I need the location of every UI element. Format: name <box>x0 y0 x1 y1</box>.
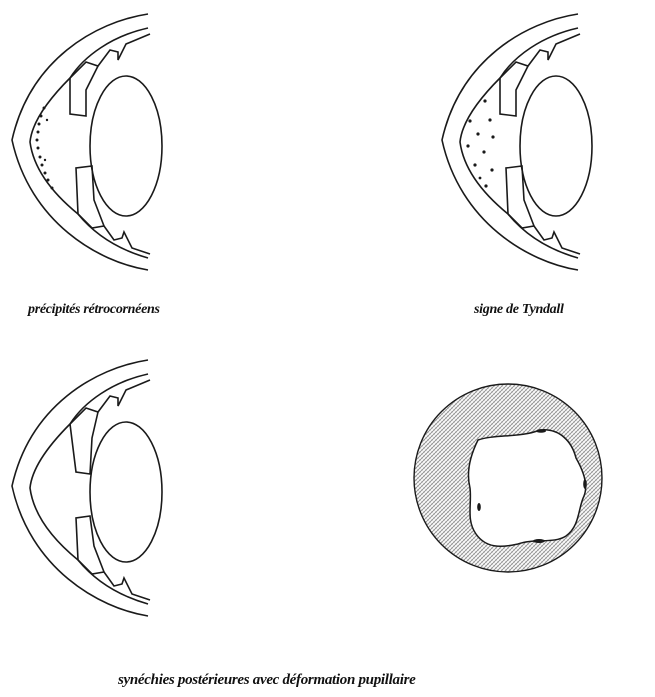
deformed-pupil <box>468 430 585 546</box>
iris-frontal-view-deformed-pupil <box>414 384 602 572</box>
caption-posterior-synechiae: synéchies postérieures avec déformation … <box>118 672 415 689</box>
eye-panel-keratic-precipitates <box>12 14 162 270</box>
eye-panel-posterior-synechiae <box>12 360 162 616</box>
caption-keratic-precipitates: précipités rétrocornéens <box>28 302 160 318</box>
caption-tyndall-sign: signe de Tyndall <box>474 302 564 318</box>
eye-panel-tyndall-sign <box>442 14 592 270</box>
